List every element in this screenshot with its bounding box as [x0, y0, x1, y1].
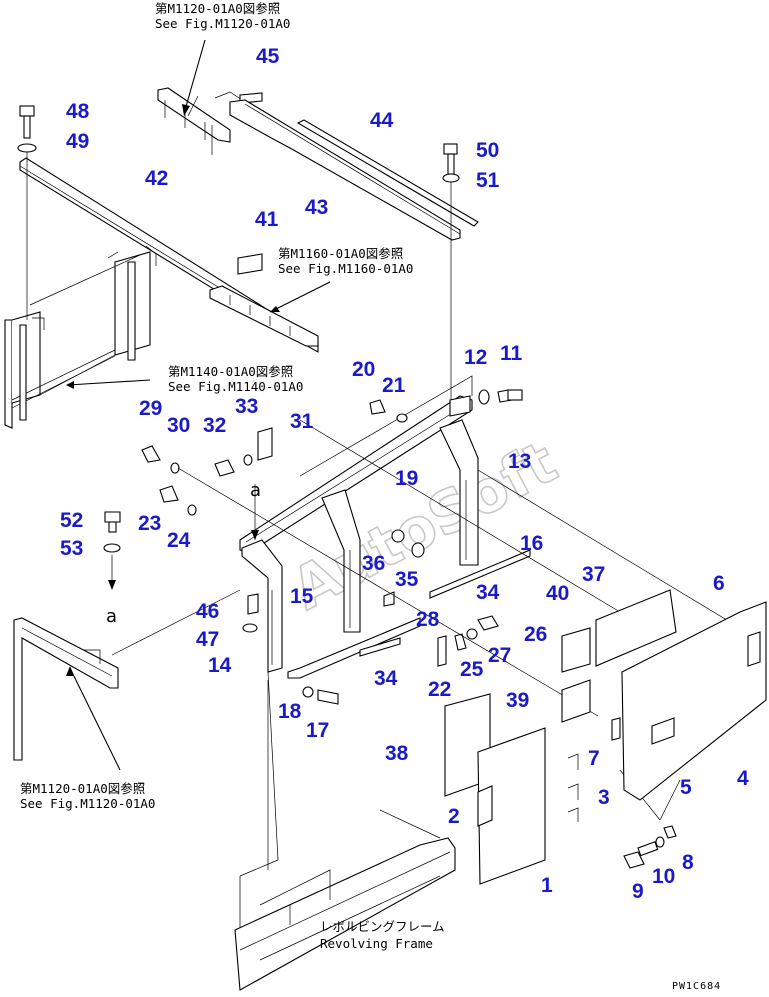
part-43 [229, 99, 461, 241]
callout-20: 20 [352, 358, 375, 381]
callout-8: 8 [682, 851, 694, 874]
callout-46: 46 [196, 600, 219, 623]
callout-11: 11 [500, 342, 523, 365]
cover-1 [477, 727, 546, 885]
callout-41: 41 [255, 208, 279, 231]
callout-13: 13 [508, 450, 531, 473]
part-44 [296, 119, 479, 227]
panel-37 [595, 589, 677, 667]
top-beam-ref [157, 87, 281, 155]
callout-35: 35 [395, 568, 419, 591]
callout-36: 36 [362, 552, 385, 575]
callout-31: 31 [290, 410, 314, 433]
callout-43: 43 [305, 196, 328, 219]
ref-frame-ja: レボルビングフレーム [320, 919, 445, 934]
part-3 [567, 753, 579, 822]
callout-34b: 34 [374, 667, 398, 690]
callout-32: 32 [203, 414, 226, 437]
pad-39 [561, 679, 591, 723]
callout-27: 27 [488, 644, 511, 667]
callout-14: 14 [208, 654, 232, 677]
callout-22: 22 [428, 678, 451, 701]
callout-49: 49 [66, 130, 89, 153]
ref-m1140-ja: 第M1140-01A0図参照 [168, 364, 293, 379]
pad-40 [561, 627, 591, 673]
callout-26: 26 [524, 623, 547, 646]
ref-m1120-top-en: See Fig.M1120-01A0 [155, 16, 290, 31]
callout-24: 24 [167, 529, 191, 552]
callout-18: 18 [278, 700, 302, 723]
callout-44: 44 [370, 109, 394, 132]
ref-m1120-bottom-en: See Fig.M1120-01A0 [20, 796, 155, 811]
ref-m1120-bottom-ja: 第M1120-01A0図参照 [20, 781, 145, 796]
callout-16: 16 [520, 532, 543, 555]
callout-10: 10 [652, 865, 675, 888]
ref-m1140-en: See Fig.M1140-01A0 [168, 379, 303, 394]
left-ref-frame [13, 617, 119, 761]
part-41 [237, 253, 263, 275]
callout-9: 9 [632, 880, 644, 903]
cover-4 [621, 601, 767, 801]
callouts: 45 48 49 44 50 51 42 43 41 20 12 11 21 2… [60, 45, 749, 903]
ref-m1160-ja: 第M1160-01A0図参照 [278, 246, 403, 261]
callout-19: 19 [395, 467, 418, 490]
ref-m1160-part [209, 285, 319, 347]
callout-5: 5 [680, 776, 692, 799]
callout-39: 39 [506, 689, 529, 712]
callout-47: 47 [196, 628, 219, 651]
callout-29: 29 [139, 397, 162, 420]
callout-30: 30 [167, 414, 190, 437]
fasteners-frame [103, 389, 523, 705]
main-frame-19 [239, 375, 531, 679]
bolt-50 [442, 143, 460, 400]
bolt-9-washer-10-clip-8 [623, 825, 677, 869]
mark-a-upper: a [250, 480, 261, 501]
callout-51: 51 [476, 169, 500, 192]
callout-12: 12 [464, 346, 487, 369]
callout-2: 2 [448, 805, 460, 828]
callout-21: 21 [382, 374, 406, 397]
ref-frame-en: Revolving Frame [320, 936, 433, 951]
callout-17: 17 [306, 719, 329, 742]
callout-50: 50 [476, 139, 499, 162]
mark-a-lower: a [106, 606, 117, 627]
drawing-code: PW1C684 [672, 981, 721, 992]
callout-45: 45 [256, 45, 280, 68]
revolving-frame [234, 809, 456, 991]
callout-37: 37 [582, 563, 605, 586]
callout-4: 4 [737, 767, 749, 790]
callout-40: 40 [546, 582, 569, 605]
ref-m1120-top-ja: 第M1120-01A0図参照 [155, 1, 280, 16]
callout-25: 25 [460, 658, 484, 681]
callout-42: 42 [145, 167, 168, 190]
part-7 [611, 717, 621, 741]
callout-28: 28 [416, 608, 440, 631]
callout-53: 53 [60, 537, 83, 560]
bolt-48 [17, 105, 37, 320]
callout-23: 23 [138, 512, 161, 535]
callout-38: 38 [385, 742, 409, 765]
callout-1: 1 [541, 874, 553, 897]
callout-15: 15 [290, 585, 314, 608]
callout-48: 48 [66, 100, 90, 123]
callout-34a: 34 [476, 581, 500, 604]
callout-52: 52 [60, 509, 83, 532]
callout-7: 7 [588, 747, 600, 770]
callout-33: 33 [235, 395, 258, 418]
ref-m1160-en: See Fig.M1160-01A0 [278, 261, 413, 276]
callout-3: 3 [598, 786, 610, 809]
callout-6: 6 [713, 572, 725, 595]
